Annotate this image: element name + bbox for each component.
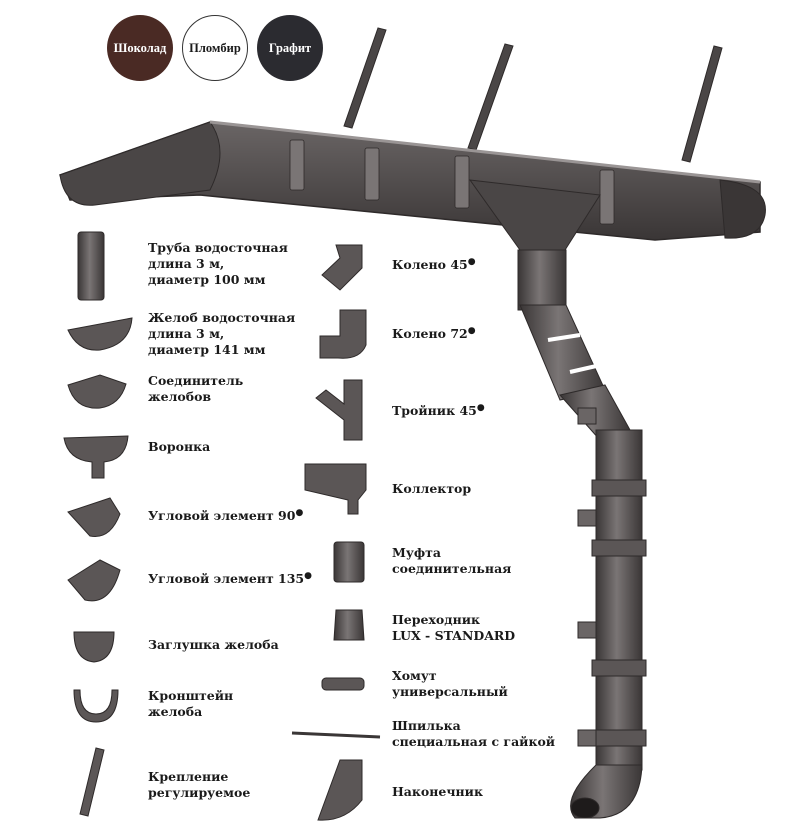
item-label-clamp: Хомут универсальный — [392, 668, 508, 699]
gutter-icon — [67, 317, 133, 351]
collector-icon — [304, 463, 367, 515]
gutter-run — [59, 120, 766, 241]
downpipe — [517, 249, 647, 819]
tee-45-icon — [315, 379, 363, 441]
item-label-tee-45: Тройник 45● — [392, 403, 485, 419]
item-label-outlet: Наконечник — [392, 784, 483, 799]
gutter-cap-icon — [73, 631, 115, 663]
item-label-corner-90: Угловой элемент 90● — [148, 508, 304, 524]
stud-icon — [291, 731, 381, 739]
coupling-icon — [333, 541, 365, 583]
swatch-graphite[interactable]: Графит — [257, 15, 323, 81]
elbow-45-icon — [321, 244, 363, 291]
clamp-icon — [321, 677, 365, 691]
adapter-icon — [333, 609, 365, 641]
item-label-gutter-connector: Соединитель желобов — [148, 373, 244, 404]
item-label-corner-135: Угловой элемент 135● — [148, 571, 312, 587]
item-label-stud: Шпилька специальная с гайкой — [392, 718, 556, 749]
swatch-plombir[interactable]: Пломбир — [182, 15, 248, 81]
funnel-icon — [63, 435, 129, 479]
item-label-gutter-cap: Заглушка желоба — [148, 637, 279, 652]
swatch-chocolate[interactable]: Шоколад — [107, 15, 173, 81]
outlet-icon — [317, 759, 363, 821]
item-label-bracket: Кронштейн желоба — [148, 688, 234, 719]
item-label-elbow-45: Колено 45● — [392, 257, 476, 273]
item-label-collector: Коллектор — [392, 481, 472, 496]
item-label-funnel: Воронка — [148, 439, 211, 454]
rafter-hooks — [343, 27, 723, 163]
gutter-connector-icon — [67, 374, 127, 409]
corner-135-icon — [67, 559, 121, 602]
item-label-coupling: Муфта соединительная — [392, 545, 512, 576]
item-label-adjustable-mount: Крепление регулируемое — [148, 769, 251, 800]
degree-mark: ● — [304, 571, 312, 581]
item-label-gutter: Желоб водосточная длина 3 м, диаметр 141… — [148, 310, 296, 357]
downpipe-icon — [77, 231, 105, 301]
swatch-label: Шоколад — [113, 40, 167, 55]
swatch-label: Графит — [268, 40, 312, 55]
degree-mark: ● — [467, 257, 476, 267]
corner-90-icon — [67, 497, 121, 538]
bracket-icon — [73, 689, 119, 723]
swatch-label: Пломбир — [189, 40, 241, 55]
degree-mark: ● — [476, 403, 485, 413]
degree-mark: ● — [295, 508, 304, 518]
item-label-elbow-72: Колено 72● — [392, 326, 476, 342]
item-label-adapter: Переходник LUX - STANDARD — [392, 612, 516, 643]
degree-mark: ● — [467, 326, 476, 336]
item-label-downpipe: Труба водосточная длина 3 м, диаметр 100… — [148, 240, 288, 287]
elbow-72-icon — [319, 309, 367, 359]
adjustable-mount-icon — [79, 747, 105, 817]
